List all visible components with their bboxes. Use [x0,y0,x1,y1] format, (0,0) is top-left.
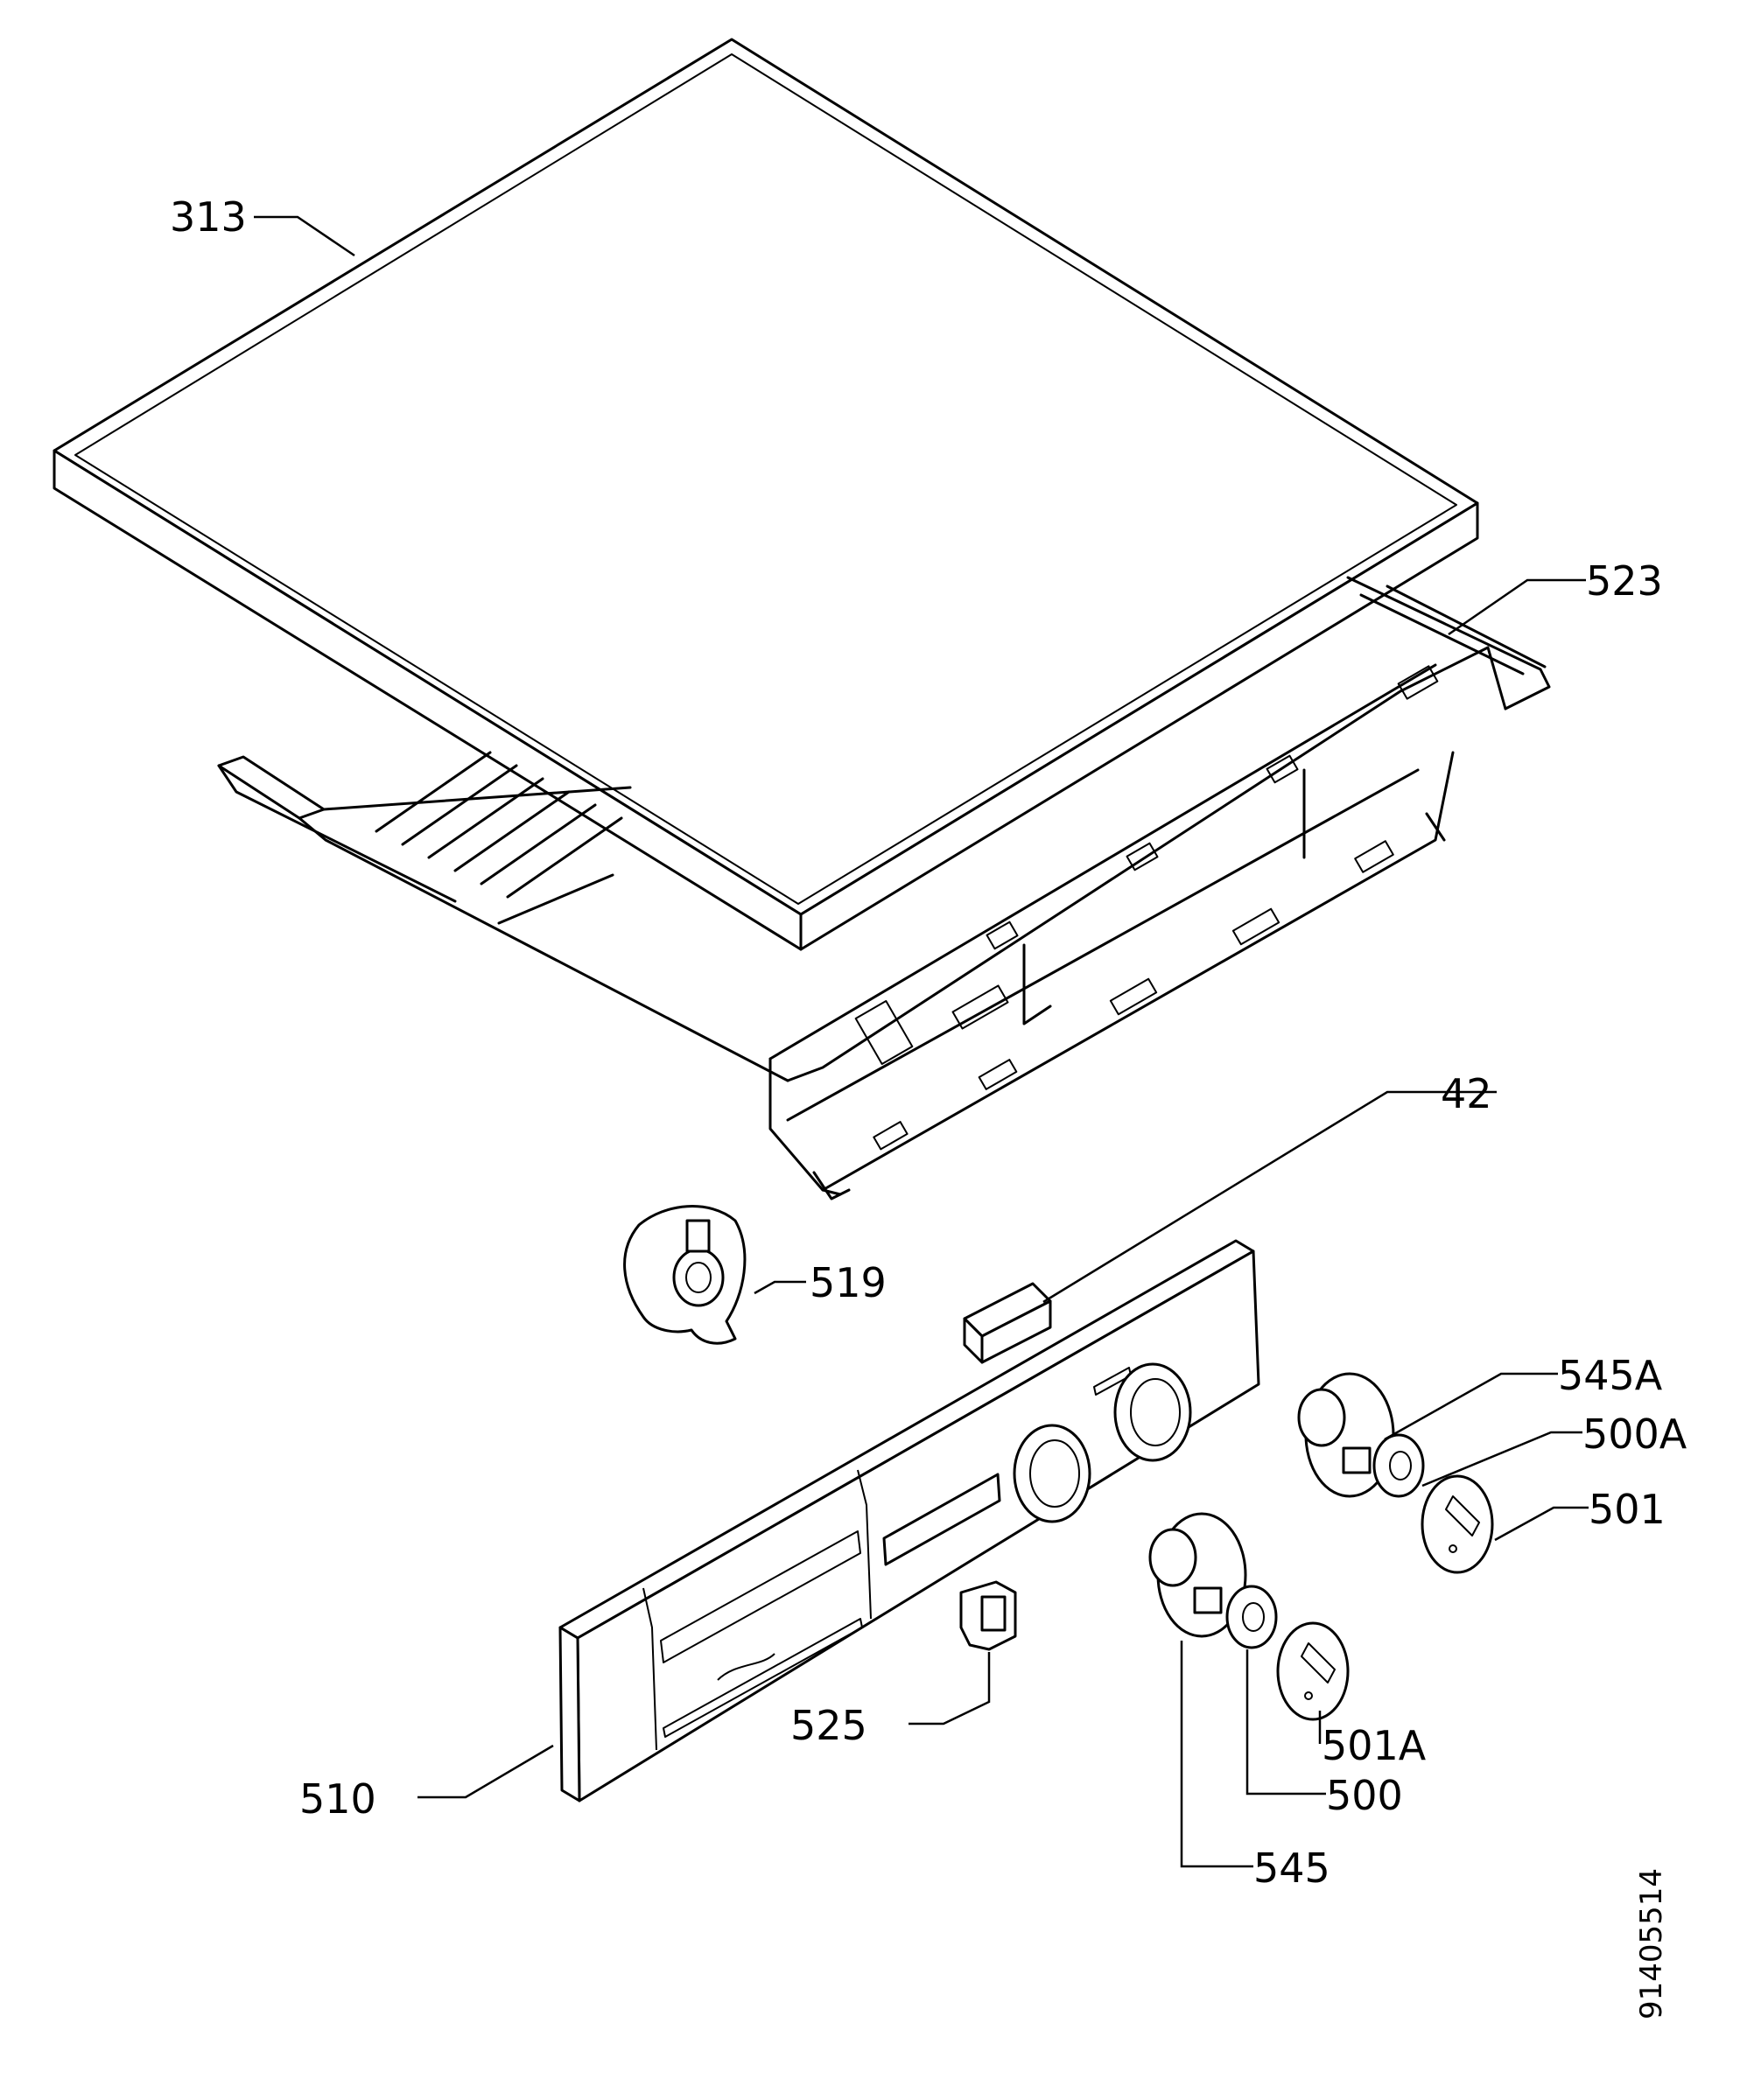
label-313: 313 [170,193,247,241]
label-519: 519 [810,1259,887,1306]
part-523-panel-support-frame [217,576,1551,1200]
drawing-number: 91405514 [1634,1868,1669,2020]
part-313-worktop [53,38,1479,951]
callout-labels: 313 523 42 519 545A 500A 501 525 510 501… [170,193,1687,1892]
part-500A-knob-spring [1372,1433,1425,1498]
label-501A: 501A [1322,1722,1427,1769]
part-525-small-switch [959,1580,1017,1651]
part-500-knob-spring [1225,1585,1278,1649]
part-519-cam-bracket [623,1205,747,1345]
label-545: 545 [1253,1844,1330,1892]
label-510: 510 [299,1775,376,1823]
part-510-control-panel [558,1239,1260,1802]
part-42-switch [963,1282,1052,1364]
label-501: 501 [1589,1486,1666,1533]
label-42: 42 [1441,1070,1492,1117]
leader-lines [254,215,1589,1868]
part-501A-knob [1276,1621,1350,1721]
label-500A: 500A [1582,1410,1687,1458]
part-501-knob [1421,1474,1494,1574]
label-523: 523 [1586,557,1663,605]
label-525: 525 [790,1702,867,1749]
part-545-knob-bezel [1148,1512,1247,1638]
part-545A-knob-bezel [1297,1372,1395,1498]
label-500: 500 [1326,1772,1403,1819]
label-545A: 545A [1558,1352,1663,1399]
